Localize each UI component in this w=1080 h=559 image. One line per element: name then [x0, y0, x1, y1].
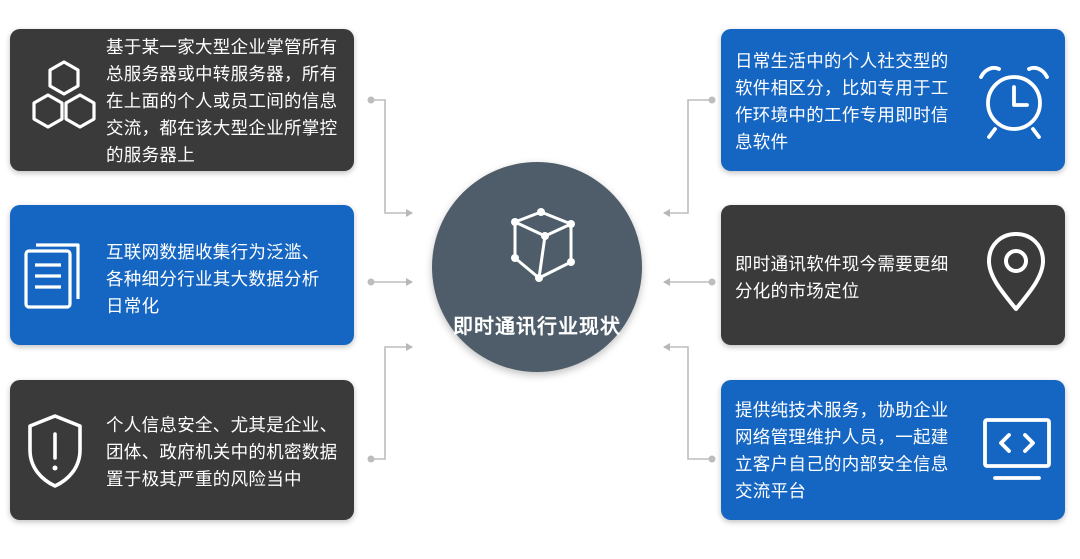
left-card-security-text: 个人信息安全、尤其是企业、 团体、政府机关中的机密数据 置于极其严重的风险当中	[106, 416, 338, 490]
code-monitor-icon	[981, 416, 1053, 488]
left-card-big-data: 互联网数据收集行为泛滥、 各种细分行业其大数据分析 日常化	[10, 205, 354, 345]
right-card-tech-service-text: 提供纯技术服务，协助企业 网络管理维护人员，一起建 立客户自己的内部安全信息 交…	[735, 401, 949, 502]
center-circle: 即时通讯行业现状	[432, 162, 642, 372]
hexagons-icon	[24, 59, 104, 141]
right-card-market-text: 即时通讯软件现今需要更细 分化的市场定位	[735, 255, 949, 302]
alarm-clock-icon	[973, 61, 1055, 145]
right-card-work-im: 日常生活中的个人社交型的 软件相区分，比如专用于工 作环境中的工作专用即时信 息…	[721, 29, 1065, 171]
right-card-work-im-text: 日常生活中的个人社交型的 软件相区分，比如专用于工 作环境中的工作专用即时信 息…	[735, 52, 949, 153]
right-card-tech-service: 提供纯技术服务，协助企业 网络管理维护人员，一起建 立客户自己的内部安全信息 交…	[721, 380, 1065, 520]
location-pin-icon	[983, 229, 1049, 319]
left-card-big-data-text: 互联网数据收集行为泛滥、 各种细分行业其大数据分析 日常化	[106, 243, 320, 317]
right-card-market: 即时通讯软件现今需要更细 分化的市场定位	[721, 205, 1065, 345]
shield-warning-icon	[24, 412, 86, 494]
left-card-servers-text: 基于某一家大型企业掌管所有 总服务器或中转服务器，所有 在上面的个人或员工间的信…	[106, 38, 338, 166]
documents-icon	[22, 241, 86, 317]
center-title: 即时通讯行业现状	[453, 314, 621, 338]
left-card-security: 个人信息安全、尤其是企业、 团体、政府机关中的机密数据 置于极其严重的风险当中	[10, 380, 354, 520]
left-card-servers: 基于某一家大型企业掌管所有 总服务器或中转服务器，所有 在上面的个人或员工间的信…	[10, 29, 354, 171]
cube-icon	[495, 202, 581, 292]
